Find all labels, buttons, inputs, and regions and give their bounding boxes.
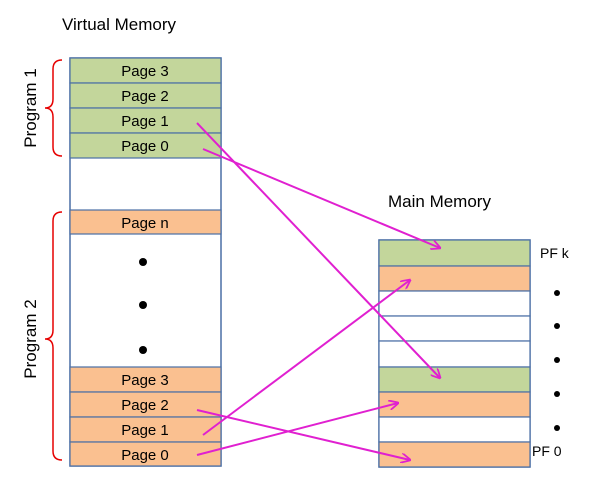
program2-bracket: Program 2 <box>21 211 63 461</box>
vm-p2-page0-cell <box>69 441 222 467</box>
arrow-p2-page2-to-frame-0 <box>196 409 410 460</box>
program2-pages: Page 3 Page 2 Page 1 Page 0 <box>69 366 222 467</box>
arrow-p2-page0-to-frame <box>196 403 398 456</box>
program1-label: Program 1 <box>21 68 40 147</box>
vm-p2-page-n-cell <box>69 209 222 235</box>
mm-frame <box>378 340 531 368</box>
mm-ellipsis-dot <box>554 357 560 363</box>
arrow-p1-page1-to-frame <box>196 122 440 378</box>
mm-frame <box>378 366 531 393</box>
vm-p1-page3-label: Page 3 <box>121 63 169 80</box>
vm-p1-page0-cell <box>69 132 222 159</box>
arrow-p1-page0-to-frame-k <box>202 148 440 248</box>
program1-bracket: Program 1 <box>21 59 63 157</box>
vm-p1-page3-cell <box>69 57 222 84</box>
page-mapping-arrows <box>196 122 440 460</box>
frame-0-label: PF 0 <box>532 443 562 459</box>
vm-p1-page1-cell <box>69 107 222 134</box>
vm-ellipsis-dot <box>139 258 147 266</box>
mm-frame <box>378 391 531 418</box>
mm-frame <box>378 416 531 443</box>
mm-ellipsis-dot <box>554 391 560 397</box>
vm-p2-page3-label: Page 3 <box>121 372 169 389</box>
main-memory-column <box>378 239 531 468</box>
vm-p2-page2-cell <box>69 391 222 418</box>
vm-p1-page0-label: Page 0 <box>121 138 169 155</box>
vm-p2-page2-label: Page 2 <box>121 397 169 414</box>
vm-ellipsis-dot <box>139 346 147 354</box>
vm-p2-page1-label: Page 1 <box>121 422 169 439</box>
vm-p1-page1-label: Page 1 <box>121 113 169 130</box>
mm-frame-0 <box>378 441 531 468</box>
mm-ellipsis-dot <box>554 290 560 296</box>
mm-frame-k <box>378 239 531 267</box>
mm-frame <box>378 290 531 317</box>
virtual-memory-column: Page 3 Page 2 Page 1 Page 0 Page n Page … <box>69 57 222 467</box>
program2-label: Program 2 <box>21 299 40 378</box>
mm-ellipsis-dot <box>554 323 560 329</box>
vm-p2-page0-label: Page 0 <box>121 447 169 464</box>
virtual-memory-title: Virtual Memory <box>62 15 176 34</box>
program1-pages: Page 3 Page 2 Page 1 Page 0 <box>69 57 222 159</box>
vm-ellipsis-dot <box>139 301 147 309</box>
mm-ellipsis-dot <box>554 425 560 431</box>
frame-k-label: PF k <box>540 245 570 261</box>
vm-p1-page2-label: Page 2 <box>121 88 169 105</box>
vm-p2-page-n-label: Page n <box>121 215 169 232</box>
arrow-p2-page1-to-frame <box>202 280 410 436</box>
main-memory-title: Main Memory <box>388 192 491 211</box>
